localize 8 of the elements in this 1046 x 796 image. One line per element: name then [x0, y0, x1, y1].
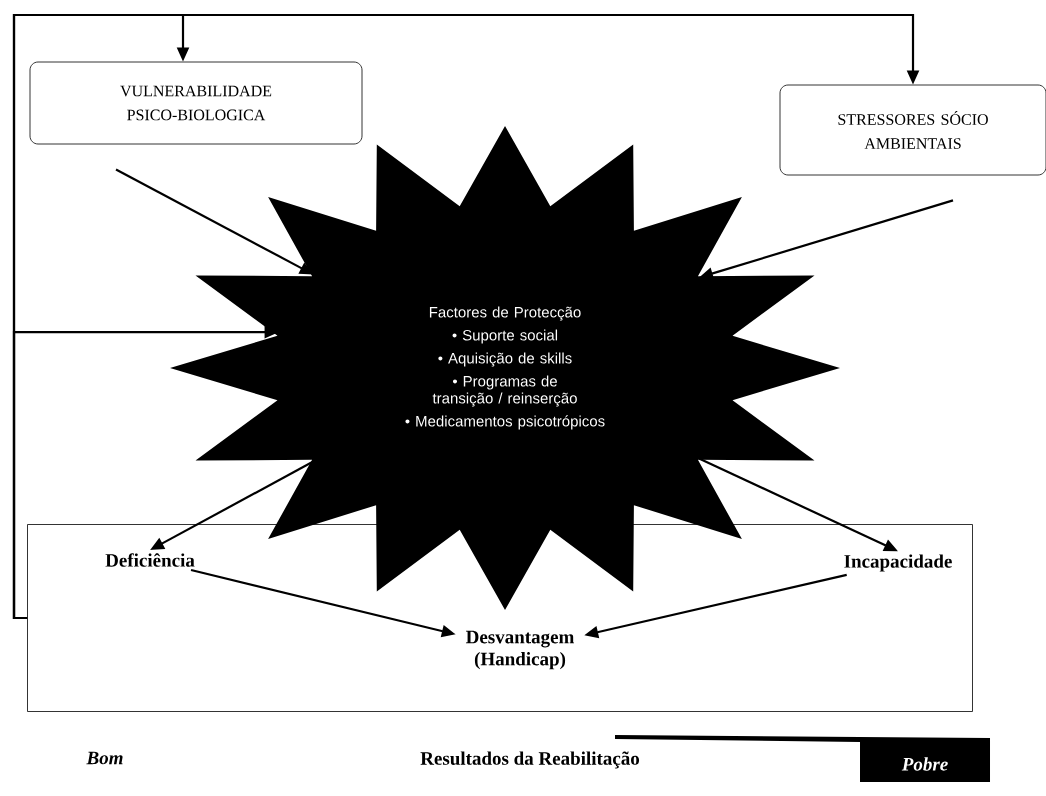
outcome-label: Desvantagem (Handicap): [466, 630, 574, 670]
outcome-box: [27, 524, 973, 712]
rounded-box: VULNERABILIDADE PSICO-BIOLOGICA: [29, 61, 363, 145]
rounded-box: STRESSORES SÓCIO AMBIENTAIS: [779, 84, 1046, 176]
outcome-label: Incapacidade: [844, 554, 952, 572]
label: Resultados da Reabilitação: [420, 751, 640, 769]
label: Pobre: [901, 757, 948, 771]
label: Bom: [86, 751, 123, 765]
